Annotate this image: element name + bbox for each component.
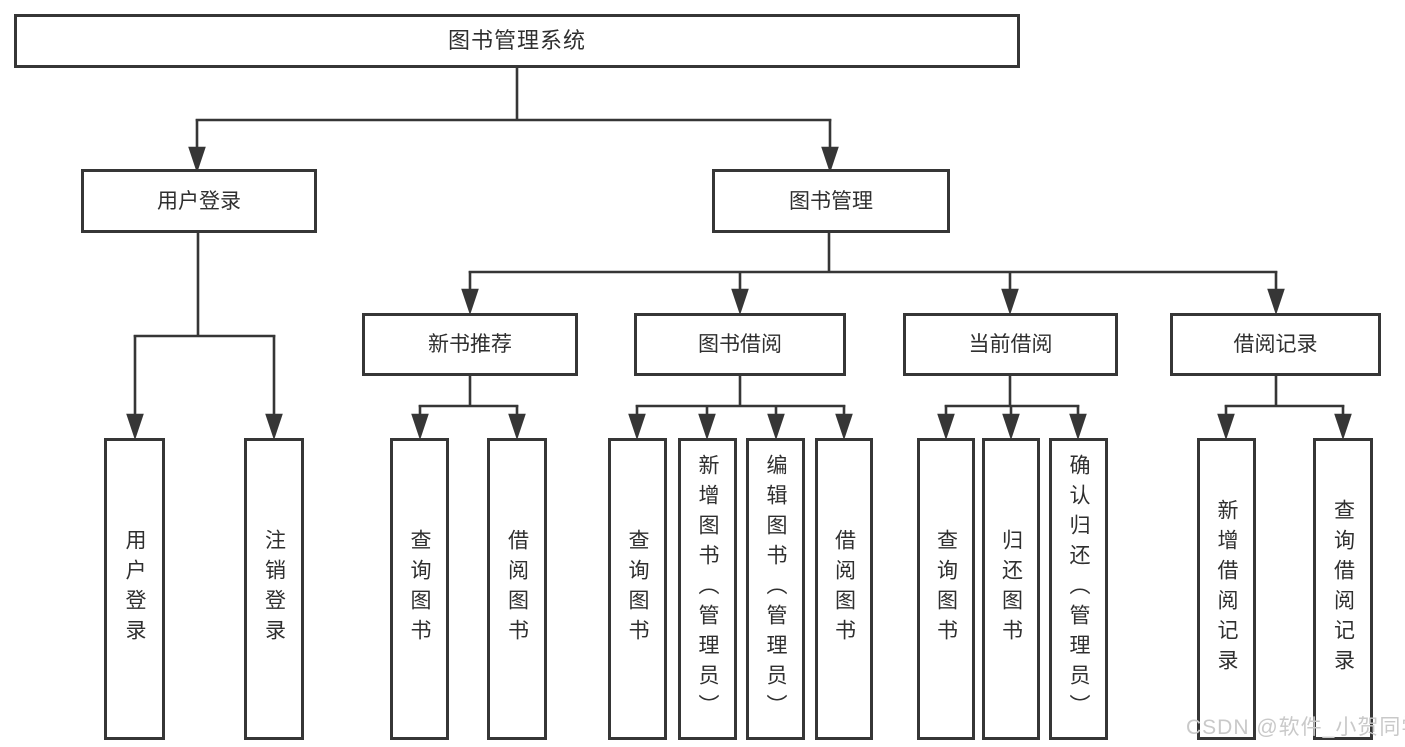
node-book-management-label: 图书管理 xyxy=(789,189,873,213)
node-borrow-records: 借阅记录 xyxy=(1170,313,1381,376)
leaf-recommend-query-books: 查询图书 xyxy=(390,438,449,740)
leaf-borrow-edit-books-admin: 编辑图书（管理员） xyxy=(746,438,805,740)
node-user-login-label: 用户登录 xyxy=(157,189,241,213)
node-book-borrow: 图书借阅 xyxy=(634,313,846,376)
node-user-login: 用户登录 xyxy=(81,169,317,233)
node-book-management: 图书管理 xyxy=(712,169,950,233)
node-new-book-recommend-label: 新书推荐 xyxy=(428,333,512,356)
node-root: 图书管理系统 xyxy=(14,14,1020,68)
leaf-recommend-borrow-books: 借阅图书 xyxy=(487,438,547,740)
arrow-to-leaf-user-login xyxy=(126,413,144,441)
leaf-borrow-add-books-admin: 新增图书（管理员） xyxy=(678,438,737,740)
arrow-to-user-login xyxy=(188,146,206,174)
leaf-current-query-books: 查询图书 xyxy=(917,438,975,740)
node-book-borrow-label: 图书借阅 xyxy=(698,333,782,356)
watermark: CSDN @软件_小贺同学 xyxy=(1186,716,1405,739)
leaf-logout: 注销登录 xyxy=(244,438,304,740)
leaf-current-return-books: 归还图书 xyxy=(982,438,1040,740)
leaf-records-query-record: 查询借阅记录 xyxy=(1313,438,1373,740)
node-current-borrow-label: 当前借阅 xyxy=(968,333,1053,356)
leaf-borrow-query-books: 查询图书 xyxy=(608,438,667,740)
arrow-to-new-book-recommend xyxy=(461,288,479,316)
leaf-current-confirm-return-admin: 确认归还（管理员） xyxy=(1049,438,1108,740)
node-root-label: 图书管理系统 xyxy=(447,28,586,53)
arrow-to-current-borrow xyxy=(1001,288,1019,316)
arrow-to-book-borrow xyxy=(731,288,749,316)
leaf-borrow-borrow-books: 借阅图书 xyxy=(815,438,873,740)
node-new-book-recommend: 新书推荐 xyxy=(362,313,578,376)
arrow-to-leaf-logout xyxy=(265,413,283,441)
arrow-to-borrow-records xyxy=(1267,288,1285,316)
arrow-to-book-management xyxy=(821,146,839,174)
node-borrow-records-label: 借阅记录 xyxy=(1233,333,1318,356)
node-current-borrow: 当前借阅 xyxy=(903,313,1118,376)
leaf-user-login: 用户登录 xyxy=(104,438,165,740)
leaf-records-add-record: 新增借阅记录 xyxy=(1197,438,1256,740)
